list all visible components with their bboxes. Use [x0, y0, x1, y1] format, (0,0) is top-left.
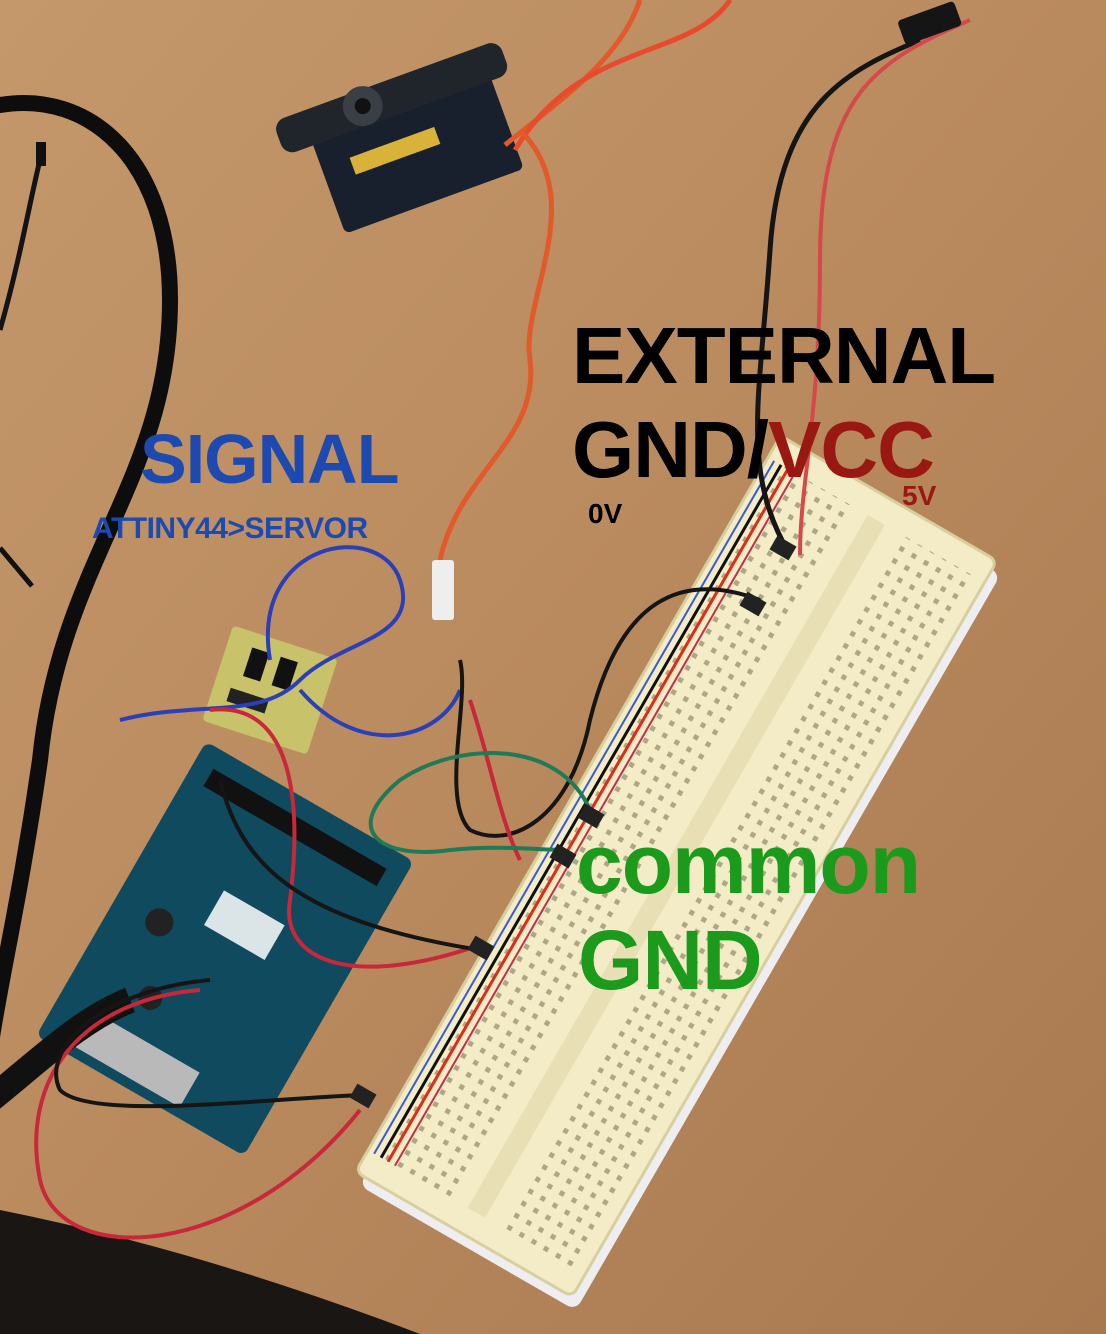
external-dupont-head — [898, 1, 962, 45]
jumper-red-3 — [34, 988, 362, 1240]
five-volt-label: 5V — [902, 480, 937, 511]
wire-stub-left — [0, 546, 34, 588]
external-label: EXTERNAL — [572, 311, 996, 400]
vcc-label: VCC — [768, 405, 935, 494]
dupont-head-5 — [467, 935, 495, 961]
black-cable-left — [0, 95, 179, 1038]
signal-path-label: ATTINY44>SERVOR — [92, 512, 368, 545]
servo-connector — [432, 560, 454, 620]
common-label: common — [576, 817, 921, 911]
external-red-wire — [798, 18, 971, 556]
dupont-head-1 — [769, 535, 797, 561]
jumper-red-1 — [468, 699, 522, 861]
jumper-green — [368, 750, 592, 854]
signal-blue-wire-2 — [298, 688, 462, 738]
signal-label: SIGNAL — [140, 420, 399, 498]
breadboard — [357, 437, 998, 1307]
gnd-label: GND/ — [572, 405, 769, 494]
black-cable-far-left — [0, 159, 43, 331]
attiny44-board — [203, 626, 337, 754]
table-edge-shadow — [0, 1210, 420, 1334]
gnd-vcc-label: GND/VCC — [572, 410, 935, 490]
servo-motor — [276, 43, 523, 233]
servo-red-wire — [512, 0, 733, 152]
external-black-wire — [755, 37, 921, 557]
dupont-head-6 — [349, 1083, 377, 1109]
common-gnd-label: GND — [578, 913, 763, 1007]
jumper-red-2 — [209, 707, 481, 969]
signal-blue-wire — [119, 545, 405, 722]
dupont-head-4 — [549, 843, 577, 869]
dupont-head-2 — [739, 591, 767, 617]
servo-lead-down — [437, 128, 554, 561]
dupont-head-3 — [577, 803, 605, 829]
jumper-black-3 — [54, 978, 361, 1109]
zero-volt-label: 0V — [588, 498, 623, 529]
dupont-pin-left — [36, 142, 46, 166]
jumper-black-2 — [218, 779, 481, 952]
